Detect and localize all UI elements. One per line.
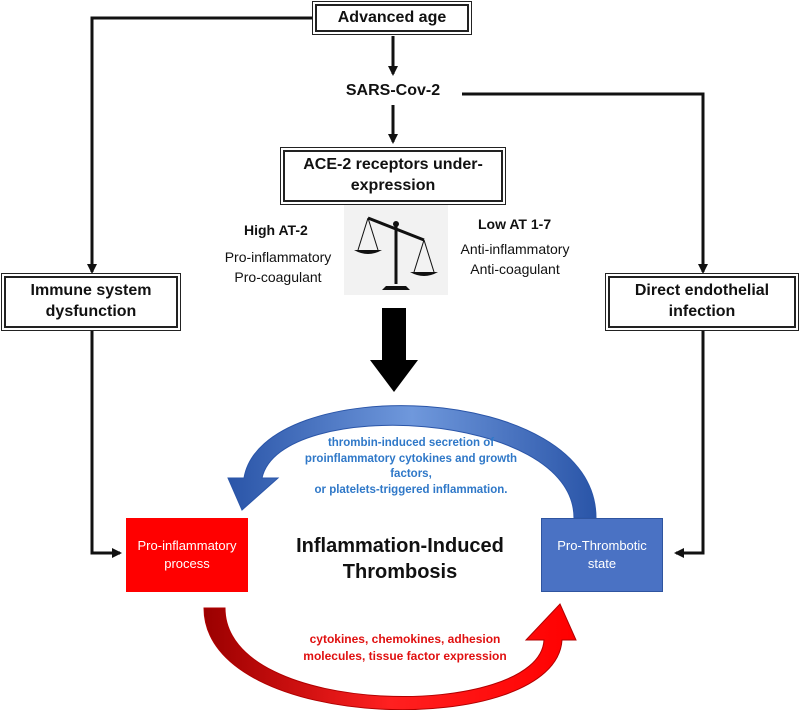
pro-inflammatory-label: Pro-inflammatory process	[137, 537, 237, 571]
big-down-arrow	[370, 308, 418, 392]
center-title: Inflammation-Induced Thrombosis	[272, 533, 528, 585]
center-title-line-1: Inflammation-Induced	[296, 535, 504, 557]
low-at17-effects: Anti-inflammatory Anti-coagulant	[452, 240, 578, 279]
bottom-arc-text: cytokines, chemokines, adhesion molecule…	[270, 631, 540, 665]
arrow-age-to-immune	[87, 16, 313, 274]
ace2-label: ACE-2 receptors under-expression	[303, 156, 483, 194]
low-at17-effect-1: Anti-inflammatory	[460, 241, 570, 257]
bottom-arc-line-2: molecules, tissue factor expression	[303, 648, 507, 663]
high-at2-title: High AT-2	[244, 222, 308, 238]
top-arc-line-1: thrombin-induced secretion of	[327, 437, 495, 449]
center-title-line-2: Thrombosis	[342, 561, 458, 583]
high-at2-effects: Pro-inflammatory Pro-coagulant	[218, 248, 338, 287]
low-at17-title: Low AT 1-7	[478, 216, 552, 232]
sars-cov2-label: SARS-Cov-2	[345, 82, 441, 99]
advanced-age-label: Advanced age	[337, 8, 447, 26]
bottom-arc-line-1: cytokines, chemokines, adhesion	[309, 632, 501, 646]
top-blue-curved-arrow	[227, 405, 597, 519]
advanced-age-box: Advanced age	[312, 1, 472, 35]
ace2-box: ACE-2 receptors under-expression	[280, 147, 506, 205]
top-arc-line-3: or platelets-triggered inflammation.	[314, 483, 508, 496]
arrow-sars-to-endothelial	[462, 92, 708, 274]
bottom-red-curved-arrow	[203, 603, 577, 710]
arrow-endothelial-to-prothrombotic	[674, 330, 705, 558]
balance-scale-icon	[344, 205, 448, 295]
pro-thrombotic-box: Pro-Thrombotic state	[541, 518, 663, 592]
immune-system-box: Immune system dysfunction	[1, 273, 181, 331]
high-at2-effect-2: Pro-coagulant	[234, 268, 322, 285]
low-at17-effect-2: Anti-coagulant	[470, 260, 560, 277]
pro-inflammatory-box: Pro-inflammatory process	[126, 518, 248, 592]
top-arc-line-2: proinflammatory cytokines and growth fac…	[304, 452, 518, 481]
endothelial-infection-box: Direct endothelial infection	[605, 273, 799, 331]
endothelial-infection-label: Direct endothelial infection	[634, 282, 770, 320]
immune-system-label: Immune system dysfunction	[30, 282, 152, 320]
pro-thrombotic-label: Pro-Thrombotic state	[557, 537, 647, 571]
high-at2-effect-1: Pro-inflammatory	[224, 249, 332, 265]
arrow-immune-to-proinflammatory	[90, 330, 122, 558]
top-arc-text: thrombin-induced secretion of proinflamm…	[286, 436, 536, 498]
